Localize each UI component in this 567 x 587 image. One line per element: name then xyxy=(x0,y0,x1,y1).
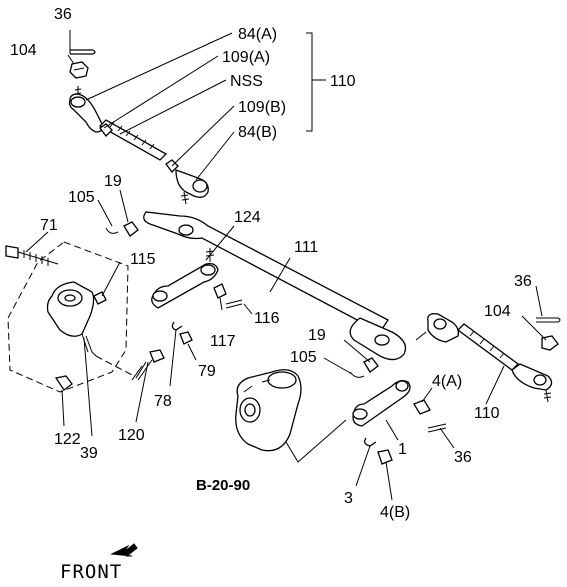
nut-icon xyxy=(69,61,89,79)
center-link xyxy=(105,211,407,361)
label-110-right: 110 xyxy=(474,405,500,422)
label-117: 117 xyxy=(210,333,236,350)
front-label: FRONT xyxy=(60,561,122,583)
cotter-pin-icon xyxy=(70,49,96,55)
nut-19-icon xyxy=(123,221,139,237)
center-link-111 xyxy=(143,211,389,333)
label-84a: 84(A) xyxy=(238,26,277,43)
label-4a: 4(A) xyxy=(432,373,462,390)
label-1: 1 xyxy=(398,441,407,458)
label-79: 79 xyxy=(198,363,216,380)
label-105-mid: 105 xyxy=(290,349,317,366)
label-109b: 109(B) xyxy=(238,99,286,116)
nut-117-icon xyxy=(213,283,227,299)
label-36-bottom: 36 xyxy=(454,449,472,466)
nut-79-icon xyxy=(179,331,193,345)
front-arrow-icon xyxy=(110,543,138,557)
top-leaders xyxy=(67,30,326,181)
label-36-top: 36 xyxy=(54,6,72,23)
top-tie-rod-assembly xyxy=(68,49,209,205)
label-4b: 4(B) xyxy=(380,504,410,521)
label-115: 115 xyxy=(130,251,156,268)
adjusting-sleeve-right xyxy=(457,323,519,371)
label-78: 78 xyxy=(154,393,172,410)
right-tie-rod-assembly xyxy=(415,313,561,403)
label-19-mid: 19 xyxy=(308,327,326,344)
nut-109a-icon xyxy=(99,123,113,137)
leader-lines xyxy=(25,189,547,501)
label-105-left: 105 xyxy=(68,189,95,206)
steering-gear-box xyxy=(235,369,347,463)
label-124: 124 xyxy=(234,209,261,226)
label-3: 3 xyxy=(344,490,353,507)
reference-label: B-20-90 xyxy=(196,477,250,494)
label-110-top: 110 xyxy=(330,73,356,90)
label-19-left: 19 xyxy=(104,173,122,190)
pitman-arm xyxy=(349,357,447,465)
gear-box-housing xyxy=(235,369,302,452)
idler-arm xyxy=(151,248,243,345)
nut-4a-icon xyxy=(413,399,431,415)
label-104-right: 104 xyxy=(484,303,511,320)
nut-19-mid-icon xyxy=(363,357,379,373)
frame-bracket xyxy=(5,241,165,393)
label-109a: 109(A) xyxy=(222,49,270,66)
label-111: 111 xyxy=(294,239,318,256)
label-84b: 84(B) xyxy=(238,124,277,141)
callout-labels: 36 104 84(A) 109(A) NSS 110 109(B) 84(B)… xyxy=(10,6,532,583)
label-122: 122 xyxy=(54,431,81,448)
nut-115-icon xyxy=(93,291,107,305)
nut-4b-icon xyxy=(377,449,393,465)
idler-arm-124 xyxy=(151,262,219,309)
label-39: 39 xyxy=(80,445,98,462)
label-36-right: 36 xyxy=(514,273,532,290)
label-nss: NSS xyxy=(230,73,263,90)
nut-122-icon xyxy=(54,375,73,391)
label-71: 71 xyxy=(40,217,58,234)
label-104-top: 104 xyxy=(10,42,37,59)
label-116: 116 xyxy=(254,310,280,327)
label-120: 120 xyxy=(118,427,145,444)
adjusting-sleeve xyxy=(98,119,168,161)
